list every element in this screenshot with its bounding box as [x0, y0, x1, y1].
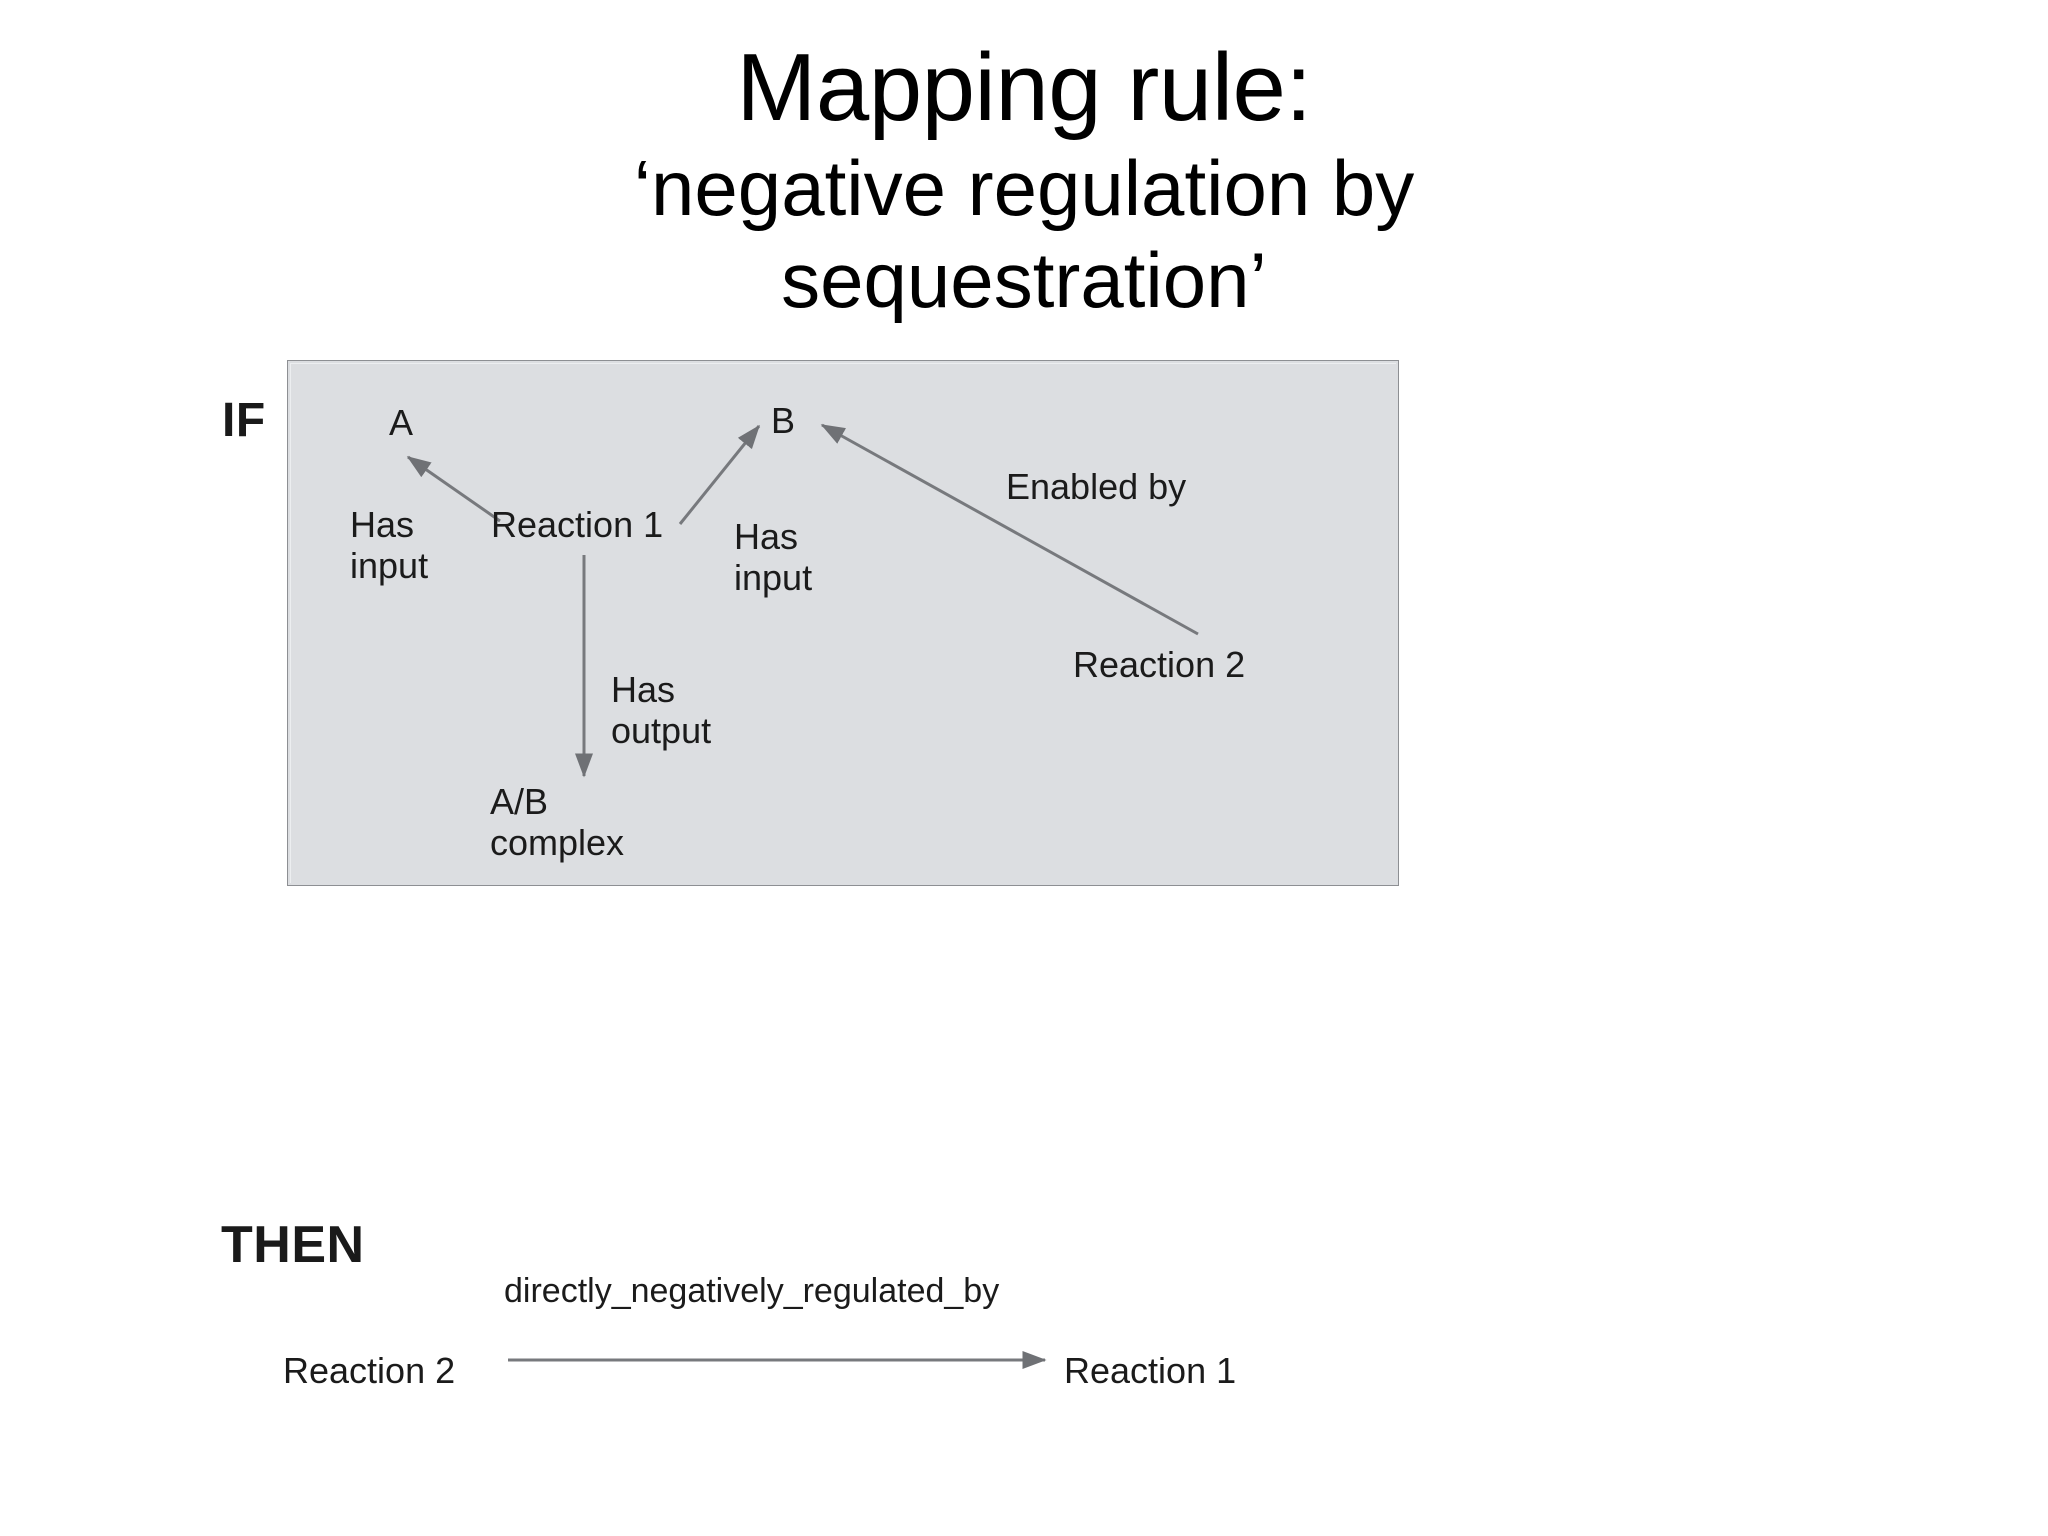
then-source-node: Reaction 2 — [283, 1350, 456, 1391]
if-diagram-box: A B Has input Reaction 1 Has input Enabl… — [287, 360, 1399, 886]
then-relation-arrow — [508, 1351, 1047, 1369]
node-reaction-1: Reaction 1 — [491, 504, 664, 545]
slide-title-block: Mapping rule: ‘negative regulation by se… — [0, 34, 2048, 326]
if-label: IF — [222, 394, 266, 447]
then-target-node: Reaction 1 — [1064, 1350, 1237, 1391]
page-subtitle: ‘negative regulation by sequestration’ — [0, 142, 2048, 326]
edge-label-has-input-a: Has input — [350, 504, 429, 587]
edge-label-enabled-by: Enabled by — [1006, 466, 1187, 507]
then-relation-label: directly_negatively_regulated_by — [504, 1272, 1000, 1310]
if-diagram-connectors — [406, 423, 1199, 778]
then-label: THEN — [221, 1216, 365, 1274]
page-subtitle-line-1: ‘negative regulation by — [633, 143, 1415, 232]
node-reaction-2: Reaction 2 — [1073, 644, 1246, 685]
edge-label-has-input-b: Has input — [734, 516, 813, 599]
node-ab-complex: A/B complex — [490, 781, 625, 864]
page-subtitle-line-2: sequestration’ — [781, 235, 1267, 324]
node-a: A — [389, 402, 414, 443]
edge-reaction1-to-a — [406, 455, 501, 523]
node-b: B — [771, 400, 796, 441]
page-title: Mapping rule: — [736, 34, 1312, 141]
edge-reaction1-to-b — [678, 424, 761, 525]
edge-reaction2-to-b — [820, 423, 1199, 636]
edge-label-has-output: Has output — [611, 669, 712, 752]
